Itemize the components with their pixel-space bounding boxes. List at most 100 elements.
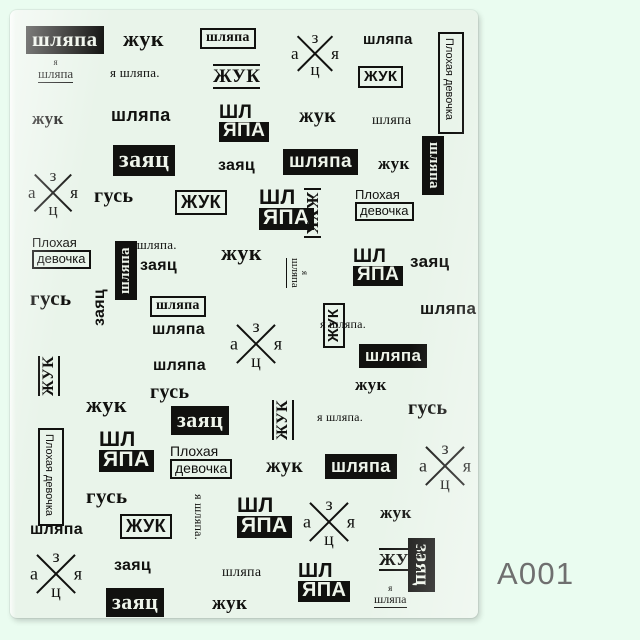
sticker-i-am-hat-sentence-1: я шляпа. — [110, 65, 160, 80]
sticker-hat-inverted-3: шляпа — [359, 344, 428, 368]
hat-part2: ЯПА — [259, 207, 314, 230]
i-am-label: я — [388, 583, 393, 593]
sticker-hare-plain-4: заяц — [114, 557, 152, 574]
x-letter-left: а — [28, 183, 36, 202]
sticker-goose-3: гусь — [150, 381, 190, 403]
hat-part1: ШЛ — [237, 494, 274, 517]
x-letter-top: з — [325, 494, 333, 514]
sticker-x-cross-5: а з я ц — [303, 494, 355, 549]
x-letter-right: я — [73, 563, 82, 584]
sticker-beetle-3: жук — [299, 105, 337, 127]
sticker-hat-stacked-6: ШЛ ЯПА — [298, 560, 351, 602]
hat-label: шляпа — [38, 66, 74, 84]
sticker-beetle-4: жук — [378, 154, 410, 173]
x-letter-bottom: ц — [48, 200, 58, 219]
x-letter-top: з — [252, 316, 260, 336]
sticker-hare-inverted-2: заяц — [171, 406, 230, 435]
sticker-i-am-hat-sentence-2: я шляпа. — [127, 237, 177, 252]
sticker-hat-stacked-2: ШЛ ЯПА — [259, 186, 314, 230]
sticker-i-am-hat-2: я шляпа — [374, 583, 407, 609]
sticker-beetle-vertical-3: жук — [323, 302, 368, 370]
x-letter-right: я — [331, 44, 339, 63]
sticker-bad-girl-2: Плохая девочка — [32, 235, 91, 270]
x-letter-left: а — [30, 563, 38, 584]
hat-part1: ШЛ — [99, 428, 136, 451]
sticker-hat-inverted-2: шляпа — [283, 149, 358, 175]
sticker-hare-vertical-inverted-1: заяц — [408, 538, 478, 592]
sticker-hat-boxed-2: шляпа — [150, 296, 206, 317]
girl-label: девочка — [32, 250, 91, 270]
i-am-label: я — [300, 270, 310, 275]
sticker-hat-plain-6: шляпа — [30, 521, 83, 538]
sticker-hat-stacked-4: ШЛ ЯПА — [99, 428, 154, 472]
bad-label: Плохая — [43, 434, 55, 472]
sticker-hat-plain-5: шляпа — [153, 357, 206, 374]
x-letter-right: я — [273, 333, 282, 354]
x-letter-top: з — [311, 28, 319, 47]
hat-label: шляпа — [374, 592, 407, 609]
x-letter-top: з — [49, 166, 57, 185]
sticker-hare-vertical-1: заяц — [91, 289, 129, 342]
sticker-hat-plain-2: шляпа — [111, 105, 171, 125]
hat-part1: ШЛ — [298, 560, 333, 582]
hat-part2: ЯПА — [298, 580, 351, 602]
x-letter-top: з — [52, 546, 60, 566]
sticker-hat-small-2: шляпа — [222, 565, 262, 580]
sticker-hare-inverted-3: заяц — [106, 588, 165, 617]
sticker-beetle-9: жук — [380, 503, 412, 522]
hat-label: шляпа — [286, 258, 301, 288]
sticker-sheet: шляпа жук шляпа а з я ц шляпа Плохая дев… — [10, 10, 478, 618]
sticker-hat-plain-4: шляпа — [152, 321, 205, 338]
sticker-goose-1: гусь — [94, 185, 134, 207]
beetle-vertical-label: жук — [303, 188, 322, 239]
x-letter-bottom: ц — [324, 529, 334, 549]
sticker-hare-plain-2: заяц — [410, 252, 450, 271]
sticker-beetle-boxed-2: жук — [175, 190, 227, 215]
x-letter-left: а — [419, 455, 427, 476]
sticker-i-am-hat-vertical-1: я шляпа — [286, 258, 339, 288]
girl-label: девочка — [355, 202, 414, 222]
hat-vertical-label: шляпа — [115, 241, 137, 300]
sticker-hare-plain-3: заяц — [140, 257, 178, 274]
sticker-beetle-boxed-1: жук — [358, 66, 404, 88]
x-letter-bottom: ц — [251, 351, 261, 371]
sticker-hat-boxed-1: шляпа — [200, 28, 256, 49]
sticker-beetle-1: жук — [123, 26, 164, 51]
sticker-x-cross-6: а з я ц — [30, 546, 82, 601]
girl-label: девочка — [443, 78, 455, 121]
sticker-beetle-6: жук — [355, 375, 387, 394]
sticker-bad-girl-vertical-2: Плохая девочка — [38, 428, 64, 526]
sticker-x-cross-1: а з я ц — [291, 28, 339, 79]
x-letter-right: я — [462, 455, 471, 476]
sticker-bad-girl-1: Плохая девочка — [355, 187, 414, 222]
sticker-hat-plain-1: шляпа — [363, 31, 413, 48]
sticker-hat-vertical-inverted-1: шляпа — [422, 136, 478, 195]
sticker-beetle-7: жук — [86, 392, 127, 417]
x-letter-top: з — [441, 438, 449, 458]
sticker-hat-stacked-5: ШЛ ЯПА — [237, 494, 292, 538]
sticker-x-cross-4: а з я ц — [419, 438, 471, 493]
sticker-beetle-ruled-2: жук — [379, 548, 422, 571]
beetle-vertical-label: жук — [323, 302, 345, 348]
sticker-hat-stacked-3: ШЛ ЯПА — [353, 247, 404, 287]
bad-label: Плохая — [443, 38, 455, 76]
hat-part1: ШЛ — [259, 186, 296, 209]
x-letter-left: а — [230, 333, 238, 354]
girl-label: девочка — [170, 459, 233, 480]
sticker-hat-small-1: шляпа — [372, 113, 412, 128]
hat-part1: ШЛ — [219, 102, 253, 123]
sticker-hat-plain-3: шляпа — [420, 299, 477, 318]
sticker-x-cross-3: а з я ц — [230, 316, 282, 371]
i-am-label: я — [53, 57, 58, 67]
sticker-beetle-ruled-1: жук — [213, 64, 261, 89]
bad-label: Плохая — [170, 443, 219, 459]
sticker-beetle-5: жук — [221, 240, 262, 265]
x-letter-left: а — [291, 44, 299, 63]
sticker-bad-girl-vertical-1: Плохая девочка — [438, 32, 464, 134]
sticker-x-cross-2: а з я ц — [28, 166, 78, 219]
bad-label: Плохая — [355, 187, 400, 202]
product-code: A001 — [497, 556, 575, 591]
sticker-beetle-vertical-2: жук — [38, 356, 78, 418]
beetle-vertical-label: жук — [272, 400, 294, 440]
